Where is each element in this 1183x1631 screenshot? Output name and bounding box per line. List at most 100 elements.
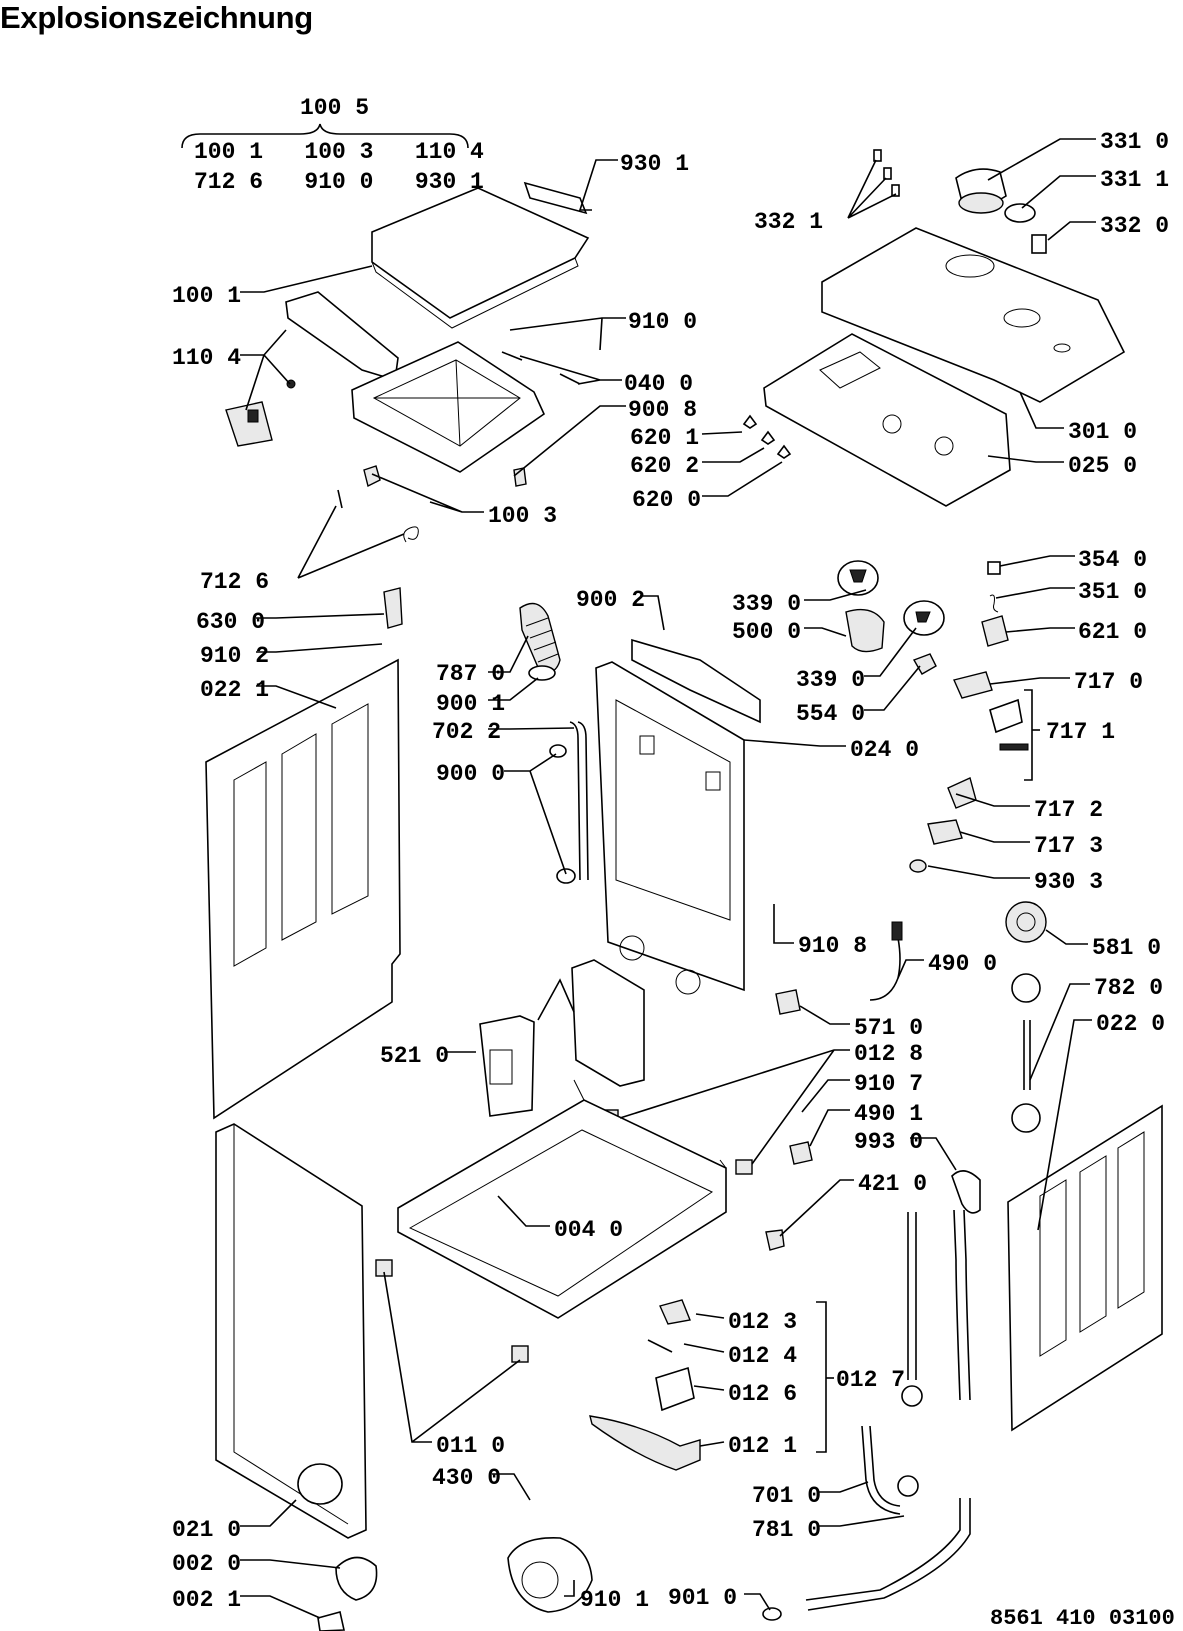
callout-label: 900 1 xyxy=(436,691,505,717)
reference-number: 8561 410 03100 xyxy=(990,1606,1175,1631)
callout-label: 430 0 xyxy=(432,1465,501,1491)
group-0127-label: 012 7 xyxy=(836,1367,905,1393)
callout-label: 011 0 xyxy=(436,1433,505,1459)
callout-label: 621 0 xyxy=(1078,619,1147,645)
callout-label: 910 2 xyxy=(200,643,269,669)
part-5210-filter-box xyxy=(479,1015,535,1117)
callout-label: 500 0 xyxy=(732,619,801,645)
callout-label: 012 8 xyxy=(854,1041,923,1067)
callout-label: 717 3 xyxy=(1034,833,1103,859)
part-3010-panel xyxy=(821,227,1126,403)
callout-labels: 930 1 331 0 331 1 332 1 332 0 100 1 910 … xyxy=(172,129,1169,1613)
callout-label: 100 1 xyxy=(172,283,241,309)
callout-label: 900 8 xyxy=(628,397,697,423)
part-1104-strip xyxy=(285,291,399,382)
callout-label: 110 4 xyxy=(172,345,241,371)
callout-label: 339 0 xyxy=(796,667,865,693)
callout-label: 620 2 xyxy=(630,453,699,479)
part-9301-strip xyxy=(523,181,588,215)
page-title: Explosionszeichnung xyxy=(0,0,313,35)
part-9930-hose-bend xyxy=(951,1170,981,1214)
callout-label: 490 1 xyxy=(854,1101,923,1127)
callout-label: 331 1 xyxy=(1100,167,1169,193)
callout-label: 554 0 xyxy=(796,701,865,727)
callout-label: 910 8 xyxy=(798,933,867,959)
part-3320-cap xyxy=(1031,234,1047,254)
part-3321-screws xyxy=(873,149,900,197)
callout-label: 702 2 xyxy=(432,719,501,745)
part-1104-latch xyxy=(225,401,273,447)
group-7171-label: 717 1 xyxy=(1046,719,1115,745)
callout-label: 301 0 xyxy=(1068,419,1137,445)
callout-label: 571 0 xyxy=(854,1015,923,1041)
part-0221-side-panel xyxy=(205,658,401,1120)
callout-label: 993 0 xyxy=(854,1129,923,1155)
callout-label: 717 0 xyxy=(1074,669,1143,695)
callout-label: 021 0 xyxy=(172,1517,241,1543)
callout-label: 354 0 xyxy=(1078,547,1147,573)
part-5000-valve xyxy=(845,608,885,653)
callout-label: 004 0 xyxy=(554,1217,623,1243)
part-7170-clip xyxy=(953,671,993,699)
callout-label: 421 0 xyxy=(858,1171,927,1197)
callout-label: 910 1 xyxy=(580,1587,649,1613)
callout-label: 620 1 xyxy=(630,425,699,451)
part-6210-switch xyxy=(981,615,1009,647)
callout-label: 024 0 xyxy=(850,737,919,763)
part-7870-hose xyxy=(519,602,561,674)
callout-label: 012 1 xyxy=(728,1433,797,1459)
callout-label: 012 3 xyxy=(728,1309,797,1335)
callout-label: 717 2 xyxy=(1034,797,1103,823)
part-1001-lid xyxy=(371,187,590,319)
leader-lines xyxy=(240,138,1096,1619)
callout-label: 339 0 xyxy=(732,591,801,617)
part-3311-knob xyxy=(1004,203,1036,223)
callout-label: 022 1 xyxy=(200,677,269,703)
callout-label: 040 0 xyxy=(624,371,693,397)
callout-label: 002 1 xyxy=(172,1587,241,1613)
callout-label: 701 0 xyxy=(752,1483,821,1509)
callout-label: 012 4 xyxy=(728,1343,797,1369)
callout-label: 351 0 xyxy=(1078,579,1147,605)
group-labels: 100 5 100 1 100 3 110 4 712 6 910 0 930 … xyxy=(194,95,1115,1393)
callout-label: 012 6 xyxy=(728,1381,797,1407)
callout-label: 100 3 xyxy=(488,503,557,529)
callout-label: 910 7 xyxy=(854,1071,923,1097)
part-1003-frame xyxy=(351,341,546,473)
callout-label: 581 0 xyxy=(1092,935,1161,961)
kit-1005-row1: 100 1 100 3 110 4 xyxy=(194,139,484,165)
kit-1005-label: 100 5 xyxy=(300,95,369,121)
callout-label: 910 0 xyxy=(628,309,697,335)
callout-label: 521 0 xyxy=(380,1043,449,1069)
part-0126-housing xyxy=(655,1366,695,1412)
callout-label: 022 0 xyxy=(1096,1011,1165,1037)
part-0121-lever xyxy=(589,1415,701,1471)
kit-1005-row2: 712 6 910 0 930 1 xyxy=(194,169,484,195)
part-6300-block xyxy=(383,587,403,629)
callout-label: 901 0 xyxy=(668,1585,737,1611)
callout-label: 712 6 xyxy=(200,569,269,595)
part-4300-pump xyxy=(507,1537,593,1613)
callout-label: 002 0 xyxy=(172,1551,241,1577)
part-0040-base-frame xyxy=(397,1099,727,1319)
callout-label: 332 0 xyxy=(1100,213,1169,239)
part-0240-back-panel xyxy=(595,661,745,992)
callout-label: 787 0 xyxy=(436,661,505,687)
callout-label: 332 1 xyxy=(754,209,823,235)
callout-label: 930 1 xyxy=(620,151,689,177)
callout-label: 782 0 xyxy=(1094,975,1163,1001)
part-0250-module xyxy=(763,333,1011,507)
callout-label: 630 0 xyxy=(196,609,265,635)
part-5810-pulley xyxy=(1005,901,1047,943)
callout-label: 025 0 xyxy=(1068,453,1137,479)
callout-label: 900 2 xyxy=(576,587,645,613)
part-0220-side-panel xyxy=(1007,1104,1163,1432)
part-0210-front-panel xyxy=(215,1123,367,1539)
callout-label: 331 0 xyxy=(1100,129,1169,155)
callout-label: 620 0 xyxy=(632,487,701,513)
callout-label: 900 0 xyxy=(436,761,505,787)
callout-label: 781 0 xyxy=(752,1517,821,1543)
callout-label: 930 3 xyxy=(1034,869,1103,895)
part-9002-bracket xyxy=(631,638,761,724)
